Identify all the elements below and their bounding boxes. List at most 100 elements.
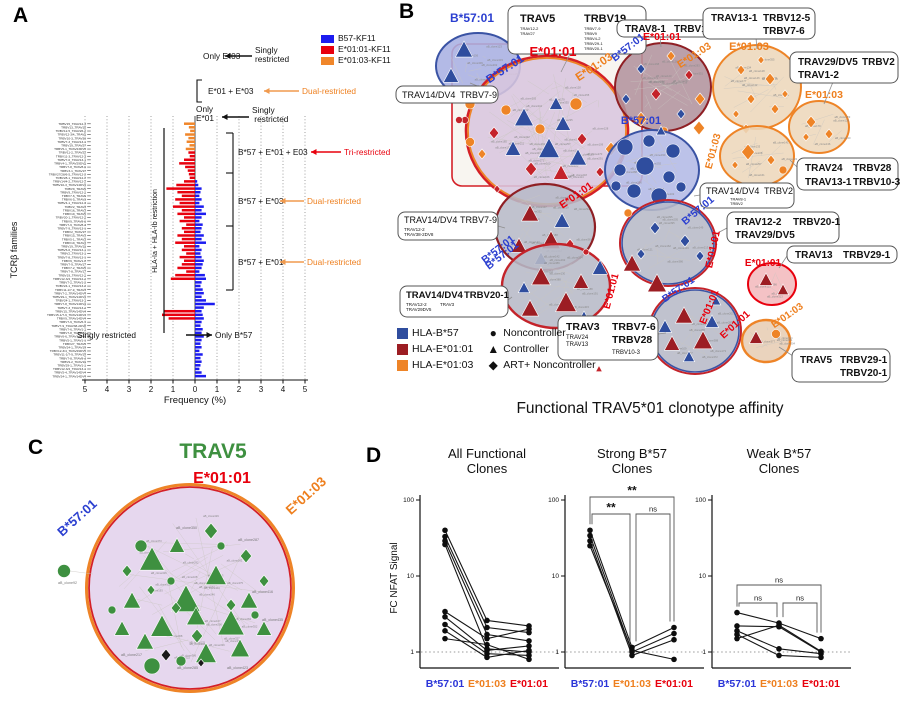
y-tick-label: 1 — [702, 649, 706, 656]
hla-b57-bar — [195, 335, 204, 338]
gene-label: TRAV13-1 — [805, 177, 852, 188]
svg-text:aB_clone382: aB_clone382 — [155, 582, 171, 586]
svg-text:aB_clone100: aB_clone100 — [535, 162, 551, 166]
x-tick-label: 2 — [237, 385, 242, 394]
category-label: E*01:03 — [760, 678, 798, 690]
diamond-marker — [736, 64, 746, 76]
category-label: E*01:01 — [802, 678, 840, 690]
hla-b57-bar — [195, 180, 198, 183]
svg-text:aB_clone368: aB_clone368 — [167, 634, 183, 638]
svg-text:aB_clone119: aB_clone119 — [555, 196, 571, 200]
hla-b57-bar — [195, 277, 206, 281]
triangle-marker — [139, 546, 165, 571]
scatter-marker — [534, 123, 546, 135]
svg-text:aB_clone375: aB_clone375 — [227, 581, 243, 585]
allele-label: E*01:03 — [805, 89, 843, 101]
annotation-text: B*57 + E*03 — [238, 196, 284, 206]
svg-text:aB_clone172: aB_clone172 — [199, 585, 215, 589]
hla-b57-bar — [195, 266, 202, 270]
data-point — [776, 652, 782, 659]
tcr-family-label: TRBV19_TRAV12-2 — [58, 273, 86, 277]
scatter-marker — [623, 208, 633, 218]
data-point — [526, 643, 532, 649]
allele-label: E*01:01 — [530, 44, 577, 59]
svg-text:aB_clone108: aB_clone108 — [182, 575, 198, 579]
hla-e-bar — [173, 205, 195, 208]
triangle-marker — [655, 125, 667, 136]
hla-b57-bar — [195, 245, 200, 248]
triangle-marker — [168, 537, 186, 553]
circle-marker-icon: ● — [489, 326, 497, 340]
tcr-family-label: TRBV9_TRAV8-6 — [62, 219, 86, 223]
triangle-marker — [552, 164, 570, 180]
gene-label: TRBV7-9 — [584, 26, 601, 31]
hla-e-bar — [176, 183, 195, 187]
legend-item-noncontroller: ● Noncontroller — [487, 326, 595, 340]
triangle-marker — [150, 614, 174, 637]
triangle-marker — [510, 237, 528, 253]
scatter-marker — [635, 156, 655, 176]
hla-b57-bar — [195, 183, 199, 187]
hla-e-bar — [187, 169, 195, 172]
hla-e0103-swatch — [397, 359, 408, 371]
data-point — [484, 617, 490, 624]
data-point — [442, 527, 448, 534]
hla-b57-bar — [195, 364, 201, 367]
y-tick-label: 100 — [548, 497, 559, 504]
svg-text:aB_clone188: aB_clone188 — [577, 287, 593, 291]
panel-c-label: C — [28, 436, 44, 459]
svg-text:aB_clone313: aB_clone313 — [767, 294, 783, 298]
hla-b57-bar — [195, 302, 215, 306]
svg-text:aB_clone397: aB_clone397 — [677, 351, 693, 355]
svg-text:aB_clone171: aB_clone171 — [642, 76, 658, 80]
tcr-family-label: TRBV12-3/4_TRAV29DV5 — [50, 349, 87, 353]
triangle-marker — [530, 266, 552, 286]
tcr-family-label: TRBV19_TRAV5 — [63, 212, 86, 216]
triangle-marker — [442, 67, 460, 83]
allele-label: E*01:01 — [643, 31, 681, 43]
gene-label: TRBV2 — [862, 57, 895, 68]
data-point — [442, 635, 448, 642]
x-tick-label: 0 — [193, 385, 198, 394]
allele-label: B*57:01 — [621, 115, 661, 127]
svg-text:aB_clone324: aB_clone324 — [567, 255, 583, 259]
y-tick-label: 10 — [552, 573, 560, 580]
triangle-marker — [758, 272, 774, 286]
svg-text:aB_clone373: aB_clone373 — [146, 539, 162, 543]
trav5-cluster-outer-ring — [85, 483, 295, 693]
svg-text:aB_clone335: aB_clone335 — [553, 100, 569, 104]
diamond-marker — [121, 564, 133, 578]
diamond-marker — [802, 132, 810, 142]
y-tick-label: 100 — [695, 497, 706, 504]
tcr-family-label: TRBV2_TRAV13-1 — [60, 252, 86, 256]
data-point — [442, 608, 448, 615]
annotation-note: Dual-restricted — [302, 86, 356, 96]
svg-text:aB_clone326: aB_clone326 — [151, 571, 167, 575]
tcr-family-label: TRBV7-8_TRAV13-1 — [57, 255, 86, 259]
tcr-family-label: TRBV15_TRAV3 — [63, 234, 86, 238]
svg-text:aB_clone161: aB_clone161 — [749, 173, 765, 177]
clone-label: aB_clone416 — [252, 590, 273, 594]
svg-text:aB_clone123: aB_clone123 — [486, 44, 502, 48]
triangle-marker — [195, 642, 217, 663]
hla-b57-bar — [195, 223, 203, 226]
tcr-family-label: TRBV7-2_TRAV14DV4 — [54, 291, 86, 295]
diamond-marker — [190, 628, 204, 644]
triangle-marker-icon: ▲ — [487, 342, 500, 356]
trav3-box — [557, 315, 659, 361]
svg-text:aB_clone202: aB_clone202 — [482, 63, 498, 67]
legend-item-hla-e0103: HLA-E*01:03 — [397, 358, 473, 372]
svg-text:aB_clone355: aB_clone355 — [759, 57, 775, 61]
data-point — [484, 631, 490, 638]
svg-text:aB_clone273: aB_clone273 — [564, 137, 580, 141]
hla-b57-bar — [195, 331, 202, 335]
gene-label: TRAV27 — [520, 31, 536, 36]
triangle-marker — [663, 335, 681, 351]
shape-legend: ● Noncontroller ▲ Controller ◆ ART+ Nonc… — [487, 326, 595, 372]
svg-text:aB_clone304: aB_clone304 — [204, 586, 220, 590]
hla-e-bar — [181, 194, 195, 198]
hla-e-bar — [179, 219, 195, 223]
tcr-family-label: TRBV11-1/7-9_TRAV19 — [53, 353, 86, 357]
